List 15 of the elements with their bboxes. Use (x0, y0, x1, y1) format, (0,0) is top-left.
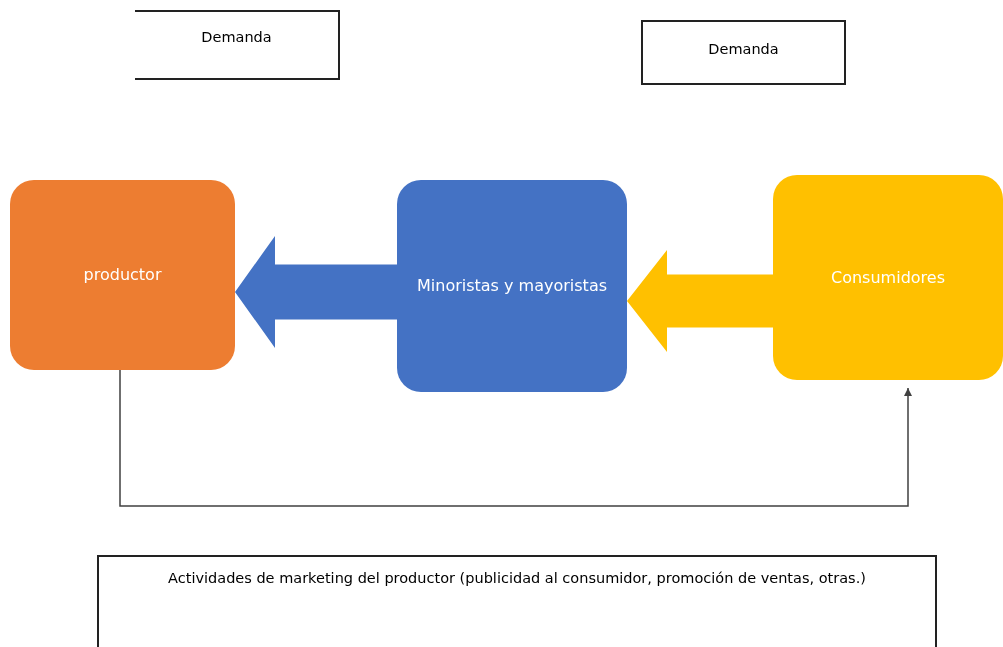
node-text: productor (83, 264, 162, 287)
process-box (397, 180, 627, 392)
note-box (97, 555, 937, 647)
node-text: Consumidores (831, 266, 945, 289)
process-box (773, 175, 1003, 380)
node-text: Demanda (201, 28, 272, 47)
node-text: Minoristas y mayoristas (417, 275, 607, 298)
demand-label-box (641, 20, 846, 85)
process-box (10, 180, 235, 370)
demand-label-box (135, 10, 340, 80)
connector-arrow (119, 369, 912, 507)
block-arrow (235, 236, 397, 348)
node-text: Demanda (708, 40, 779, 59)
block-arrow (627, 250, 773, 352)
node-text: Actividades de marketing del productor (publicidad al consumidor, promoción de ventas, otras.) (168, 569, 866, 588)
